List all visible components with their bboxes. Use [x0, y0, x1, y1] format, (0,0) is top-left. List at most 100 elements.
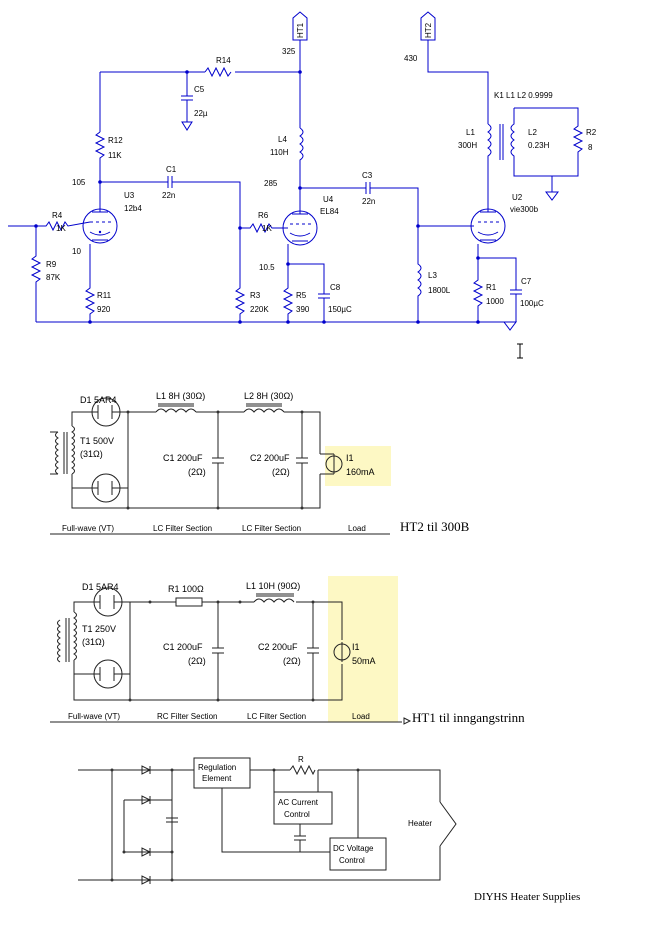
r2-label: R2 [586, 128, 597, 137]
r1-value: 1000 [486, 297, 504, 306]
ht1-label: HT1 [296, 22, 305, 38]
r5-value: 390 [296, 305, 310, 314]
heater-label: Heater [408, 819, 432, 828]
psu2-i1-label: I1 [352, 642, 360, 652]
psu2-sec2: RC Filter Section [157, 712, 217, 721]
psu2-t1-label: T1 250V [82, 624, 116, 634]
psu2-c2-res: (2Ω) [283, 656, 301, 666]
r2-value: 8 [588, 143, 593, 152]
r12-value: 11K [108, 151, 122, 160]
rectifier-tube-top [90, 397, 140, 427]
l2-value: 0.23H [528, 141, 550, 150]
psu1-l1-label: L1 8H (30Ω) [156, 391, 205, 401]
psu1-l2-label: L2 8H (30Ω) [244, 391, 293, 401]
psu2-caption: HT1 til inngangstrinn [412, 710, 525, 725]
psu-ht2: D1 5AR4 T1 500V (31Ω) L1 8H (30Ω) L2 8H … [50, 391, 470, 535]
current-source-i1-2 [333, 642, 351, 662]
r3-label: R3 [250, 291, 261, 300]
tube-u2 [470, 160, 506, 244]
psu2-d1-label: D1 5AR4 [82, 582, 119, 592]
r14-label: R14 [216, 56, 231, 65]
load-highlight-2 [328, 576, 398, 722]
load-highlight [325, 446, 391, 486]
psu1-c2-label: C2 200uF [250, 453, 290, 463]
voltage-10-5: 10.5 [259, 263, 275, 272]
u4-label: U4 [323, 195, 334, 204]
ht1-tag: HT1 [292, 11, 308, 41]
r11-label: R11 [97, 291, 112, 300]
c3-value: 22n [362, 197, 375, 206]
l3-label: L3 [428, 271, 437, 280]
c3-label: C3 [362, 171, 373, 180]
l4-label: L4 [278, 135, 287, 144]
c1-value: 22n [162, 191, 175, 200]
r4-value: 1K [56, 224, 66, 233]
voltage-105: 105 [72, 178, 86, 187]
voltage-325: 325 [282, 47, 296, 56]
psu1-sec3: LC Filter Section [242, 524, 301, 533]
rectifier-tube-bottom [90, 412, 129, 503]
r5-label: R5 [296, 291, 307, 300]
l4-value: 110H [270, 148, 289, 157]
psu1-i1-label: I1 [346, 453, 354, 463]
ht2-tag: HT2 [420, 11, 436, 41]
psu1-sec4: Load [348, 524, 366, 533]
rectifier-tube-top-2 [92, 587, 150, 617]
psu2-l1-label: L1 10H (90Ω) [246, 581, 300, 591]
current-source-i1 [320, 453, 343, 475]
reg-label-1: Regulation [198, 763, 236, 772]
voltage-430: 430 [404, 54, 418, 63]
u3-value: 12b4 [124, 204, 142, 213]
amplifier-schematic: HT1 325 HT2 430 R14 C5 22µ R12 11K 105 C [8, 11, 597, 359]
psu1-c2-res: (2Ω) [272, 467, 290, 477]
heater-caption: DIYHS Heater Supplies [474, 891, 580, 903]
r12-label: R12 [108, 136, 123, 145]
c7-value: 100µC [520, 299, 544, 308]
ht2-label: HT2 [424, 22, 433, 38]
psu1-i1-value: 160mA [346, 467, 375, 477]
u3-label: U3 [124, 191, 135, 200]
r6-label: R6 [258, 211, 269, 220]
r3-value: 220K [250, 305, 269, 314]
reg-label-2: Element [202, 774, 232, 783]
dc-label-1: DC Voltage [333, 844, 374, 853]
psu1-t1-label: T1 500V [80, 436, 114, 446]
l1-label: L1 [466, 128, 475, 137]
psu1-d1-label: D1 5AR4 [80, 395, 117, 405]
psu1-c1-res: (2Ω) [188, 467, 206, 477]
k1-label: K1 L1 L2 0.9999 [494, 91, 553, 100]
l3-value: 1800L [428, 286, 451, 295]
psu2-c1-label: C1 200uF [163, 642, 203, 652]
u4-value: EL84 [320, 207, 339, 216]
c5-value: 22µ [194, 109, 208, 118]
tube-u4 [282, 188, 318, 246]
l2-label: L2 [528, 128, 537, 137]
r11-value: 920 [97, 305, 111, 314]
l1-value: 300H [458, 141, 477, 150]
tube-u3 [82, 190, 118, 244]
psu-ht1: D1 5AR4 T1 250V (31Ω) R1 100Ω L1 10H (90… [50, 576, 525, 725]
c5-label: C5 [194, 85, 205, 94]
c1-label: C1 [166, 165, 177, 174]
r9-value: 87K [46, 273, 61, 282]
heater-supply: Heater Regulation Element R AC Current C… [78, 755, 580, 903]
psu2-c2-label: C2 200uF [258, 642, 298, 652]
rectifier-tube-bottom-2 [92, 602, 131, 689]
r1-label: R1 [486, 283, 497, 292]
r6-value: 1K [262, 224, 272, 233]
voltage-10: 10 [72, 247, 81, 256]
u2-value: vie300b [510, 205, 539, 214]
ac-label-1: AC Current [278, 798, 319, 807]
psu1-caption: HT2 til 300B [400, 519, 470, 534]
psu1-sec2: LC Filter Section [153, 524, 212, 533]
c7-label: C7 [521, 277, 532, 286]
r4-label: R4 [52, 211, 63, 220]
psu1-c1-label: C1 200uF [163, 453, 203, 463]
psu2-t1-res: (31Ω) [82, 637, 105, 647]
psu1-sec1: Full-wave (VT) [62, 524, 114, 533]
c8-label: C8 [330, 283, 341, 292]
psu2-sec1: Full-wave (VT) [68, 712, 120, 721]
ac-label-2: Control [284, 810, 310, 819]
text-cursor-icon [517, 343, 523, 359]
